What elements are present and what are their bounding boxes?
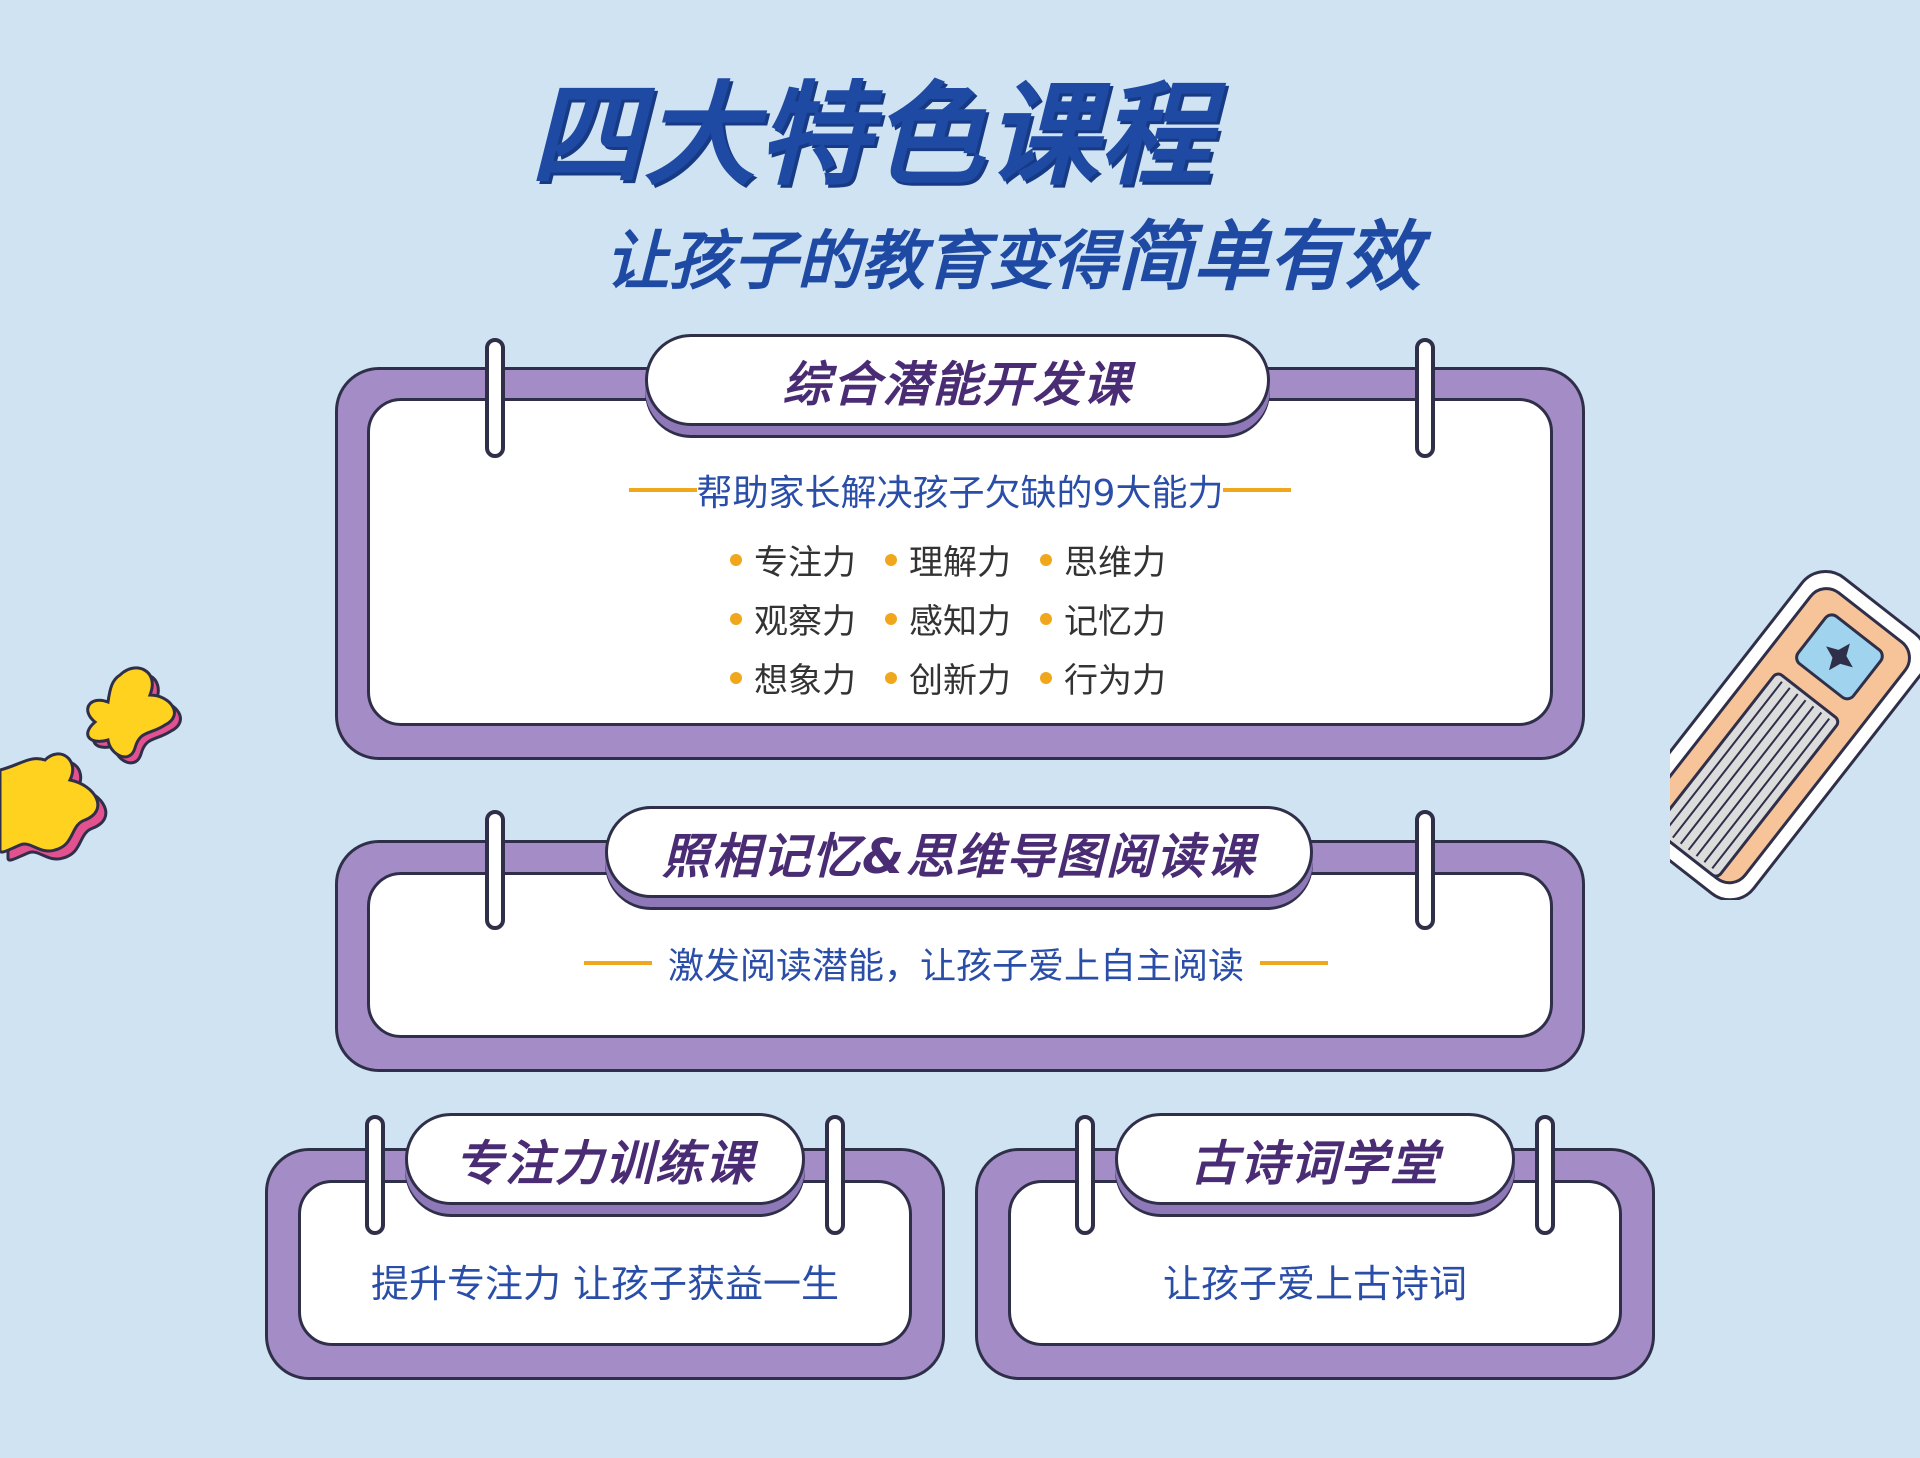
bullet-dot-icon <box>730 671 742 684</box>
ability-label: 理解力 <box>909 543 1011 583</box>
course-title-comprehensive: 综合潜能开发课 <box>645 334 1270 426</box>
bullet-dot-icon <box>730 553 742 566</box>
course-tagline-comprehensive: 帮助家长解决孩子欠缺的9大能力 <box>590 465 1330 515</box>
course-card-focus-body <box>298 1180 912 1346</box>
course-card-reading-body <box>367 872 1553 1038</box>
ability-label: 记忆力 <box>1064 602 1166 642</box>
binder-ring <box>485 810 505 930</box>
ability-label: 行为力 <box>1064 661 1166 701</box>
ability-item: 思维力 <box>1040 535 1190 584</box>
course-title-poetry: 古诗词学堂 <box>1115 1113 1515 1205</box>
ability-label: 专注力 <box>754 543 856 583</box>
subtitle-emphasis: 简单有效 <box>1117 212 1421 301</box>
bullet-dot-icon <box>1040 612 1052 625</box>
star-decoration-icon <box>0 666 182 862</box>
course-title-focus: 专注力训练课 <box>405 1113 805 1205</box>
bullet-dot-icon <box>730 612 742 625</box>
bullet-dot-icon <box>885 553 897 566</box>
tagline-text: 帮助家长解决孩子欠缺的9大能力 <box>696 473 1224 514</box>
tagline-dash <box>628 488 697 492</box>
ability-list: 专注力 理解力 思维力 观察力 感知力 记忆力 想象力 创新力 行为力 <box>730 535 1190 702</box>
course-tagline-focus: 提升专注力 让孩子获益一生 <box>370 1262 840 1306</box>
ability-item: 记忆力 <box>1040 594 1190 643</box>
binder-ring <box>485 338 505 458</box>
binder-ring <box>1415 338 1435 458</box>
tagline-dash <box>583 961 652 965</box>
course-tagline-poetry: 让孩子爱上古诗词 <box>1162 1262 1467 1306</box>
ability-label: 想象力 <box>754 661 856 701</box>
page-subtitle: 让孩子的教育变得简单有效 <box>605 195 1605 305</box>
card-decoration-icon <box>1670 570 1920 900</box>
ability-label: 思维力 <box>1064 543 1166 583</box>
subtitle-lead: 让孩子的教育变得 <box>605 225 1117 299</box>
tagline-text: 激发阅读潜能，让孩子爱上自主阅读 <box>667 946 1244 987</box>
binder-ring <box>1415 810 1435 930</box>
tagline-dash <box>1260 961 1328 965</box>
binder-ring <box>1535 1115 1555 1235</box>
bullet-dot-icon <box>885 612 897 625</box>
ability-item: 观察力 <box>730 594 885 643</box>
page-title: 四大特色课程 <box>530 71 1214 201</box>
ability-item: 创新力 <box>885 653 1040 702</box>
binder-ring <box>825 1115 845 1235</box>
ability-item: 行为力 <box>1040 653 1190 702</box>
ability-item: 想象力 <box>730 653 885 702</box>
course-title-reading: 照相记忆&思维导图阅读课 <box>605 806 1313 898</box>
ability-label: 创新力 <box>909 661 1011 701</box>
tagline-dash <box>1223 488 1292 492</box>
ability-item: 理解力 <box>885 535 1040 584</box>
binder-ring <box>1075 1115 1095 1235</box>
ability-item: 专注力 <box>730 535 885 584</box>
bullet-dot-icon <box>1040 671 1052 684</box>
ability-label: 观察力 <box>754 602 856 642</box>
ability-label: 感知力 <box>909 602 1011 642</box>
ability-item: 感知力 <box>885 594 1040 643</box>
bullet-dot-icon <box>1040 553 1052 566</box>
course-tagline-reading: 激发阅读潜能，让孩子爱上自主阅读 <box>552 938 1360 988</box>
bullet-dot-icon <box>885 671 897 684</box>
binder-ring <box>365 1115 385 1235</box>
